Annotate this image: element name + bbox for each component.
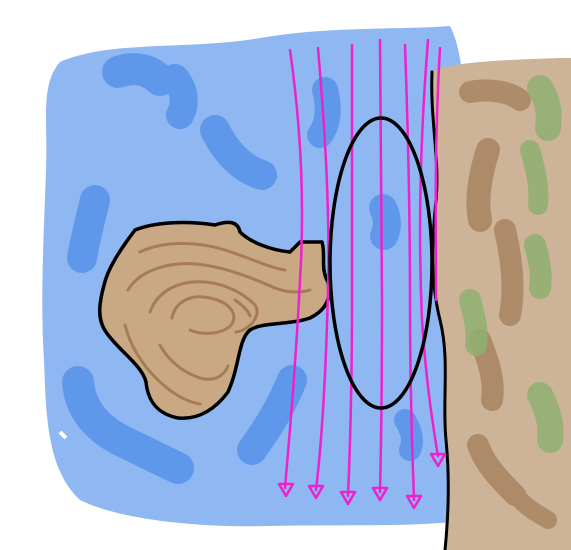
deep-blob (383, 208, 387, 236)
deep-blob (118, 69, 160, 80)
veg-patch (540, 395, 551, 440)
land-streak (470, 90, 520, 100)
land-streak (478, 150, 488, 220)
deep-blob (175, 78, 184, 115)
veg-patch (470, 300, 477, 345)
veg-patch (530, 150, 539, 205)
coastline-land (432, 58, 571, 550)
land-streak (505, 230, 512, 315)
veg-patch (540, 88, 549, 128)
veg-patch (535, 245, 541, 288)
deep-blob (82, 200, 95, 258)
